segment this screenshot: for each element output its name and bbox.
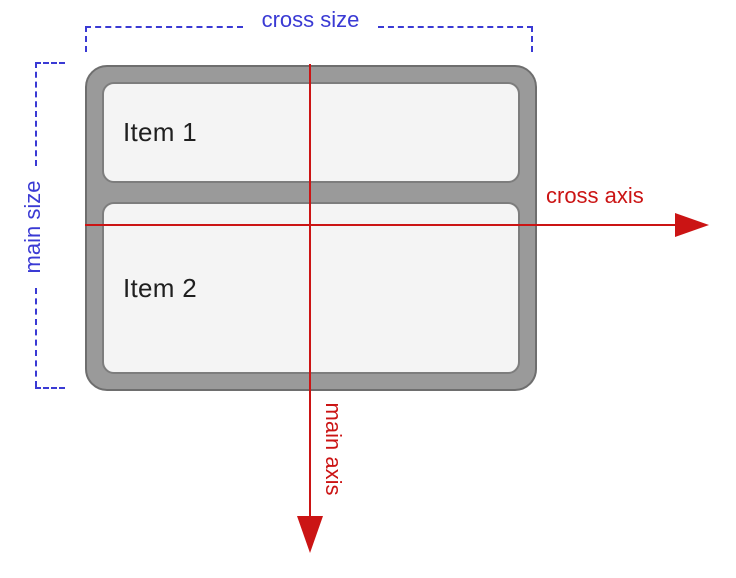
cross-axis-line [85,224,676,226]
cross-size-bracket-right-tick [531,26,533,52]
main-axis-arrowhead-icon [297,516,323,553]
main-size-bracket-lower-segment [35,288,37,387]
cross-size-bracket-left-tick [85,26,87,52]
main-axis-label: main axis [321,402,346,496]
cross-size-bracket-right-segment [378,26,533,28]
cross-axis-arrowhead-icon [675,213,709,237]
cross-axis-label: cross axis [546,183,644,208]
flex-item-1-label: Item 1 [123,117,198,147]
main-size-bracket-top-tick [35,62,65,64]
main-size-label: main size [20,180,45,274]
flex-container: Item 1 Item 2 [85,65,537,391]
flex-item-1: Item 1 [102,82,520,183]
main-axis-line [309,64,311,517]
cross-size-bracket-left-segment [85,26,243,28]
main-size-bracket-bottom-tick [35,387,65,389]
flex-item-2-label: Item 2 [123,272,198,303]
main-size-bracket-upper-segment [35,62,37,166]
cross-size-label: cross size [261,7,360,32]
flex-item-2: Item 2 [102,202,520,374]
